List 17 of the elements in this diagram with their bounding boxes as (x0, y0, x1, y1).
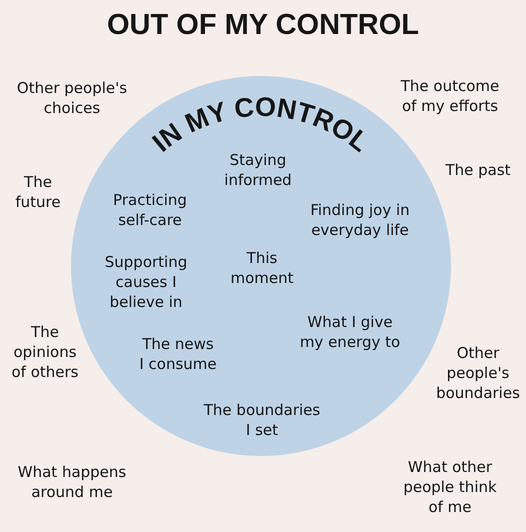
inner-label: What I give my energy to (300, 312, 400, 352)
outer-label: The opinions of others (12, 322, 78, 382)
outer-label: The past (445, 160, 511, 180)
outer-label: What happens around me (18, 462, 126, 502)
outer-label: What other people think of me (403, 457, 497, 517)
title: OUT OF MY CONTROL (106, 8, 420, 42)
outer-label: Other people's boundaries (436, 343, 520, 403)
outer-label: The future (15, 172, 61, 212)
outer-label: The outcome of my efforts (400, 76, 500, 116)
inner-label: Supporting causes I believe in (104, 252, 188, 312)
outer-label: Other people's choices (16, 78, 128, 118)
inner-label: Staying informed (224, 151, 292, 190)
inner-label: The boundaries I set (204, 400, 320, 440)
inner-label: This moment (230, 248, 294, 288)
inner-label: Finding joy in everyday life (310, 200, 410, 240)
inner-label: Practicing self-care (113, 190, 187, 230)
inner-label: The news I consume (139, 334, 217, 374)
